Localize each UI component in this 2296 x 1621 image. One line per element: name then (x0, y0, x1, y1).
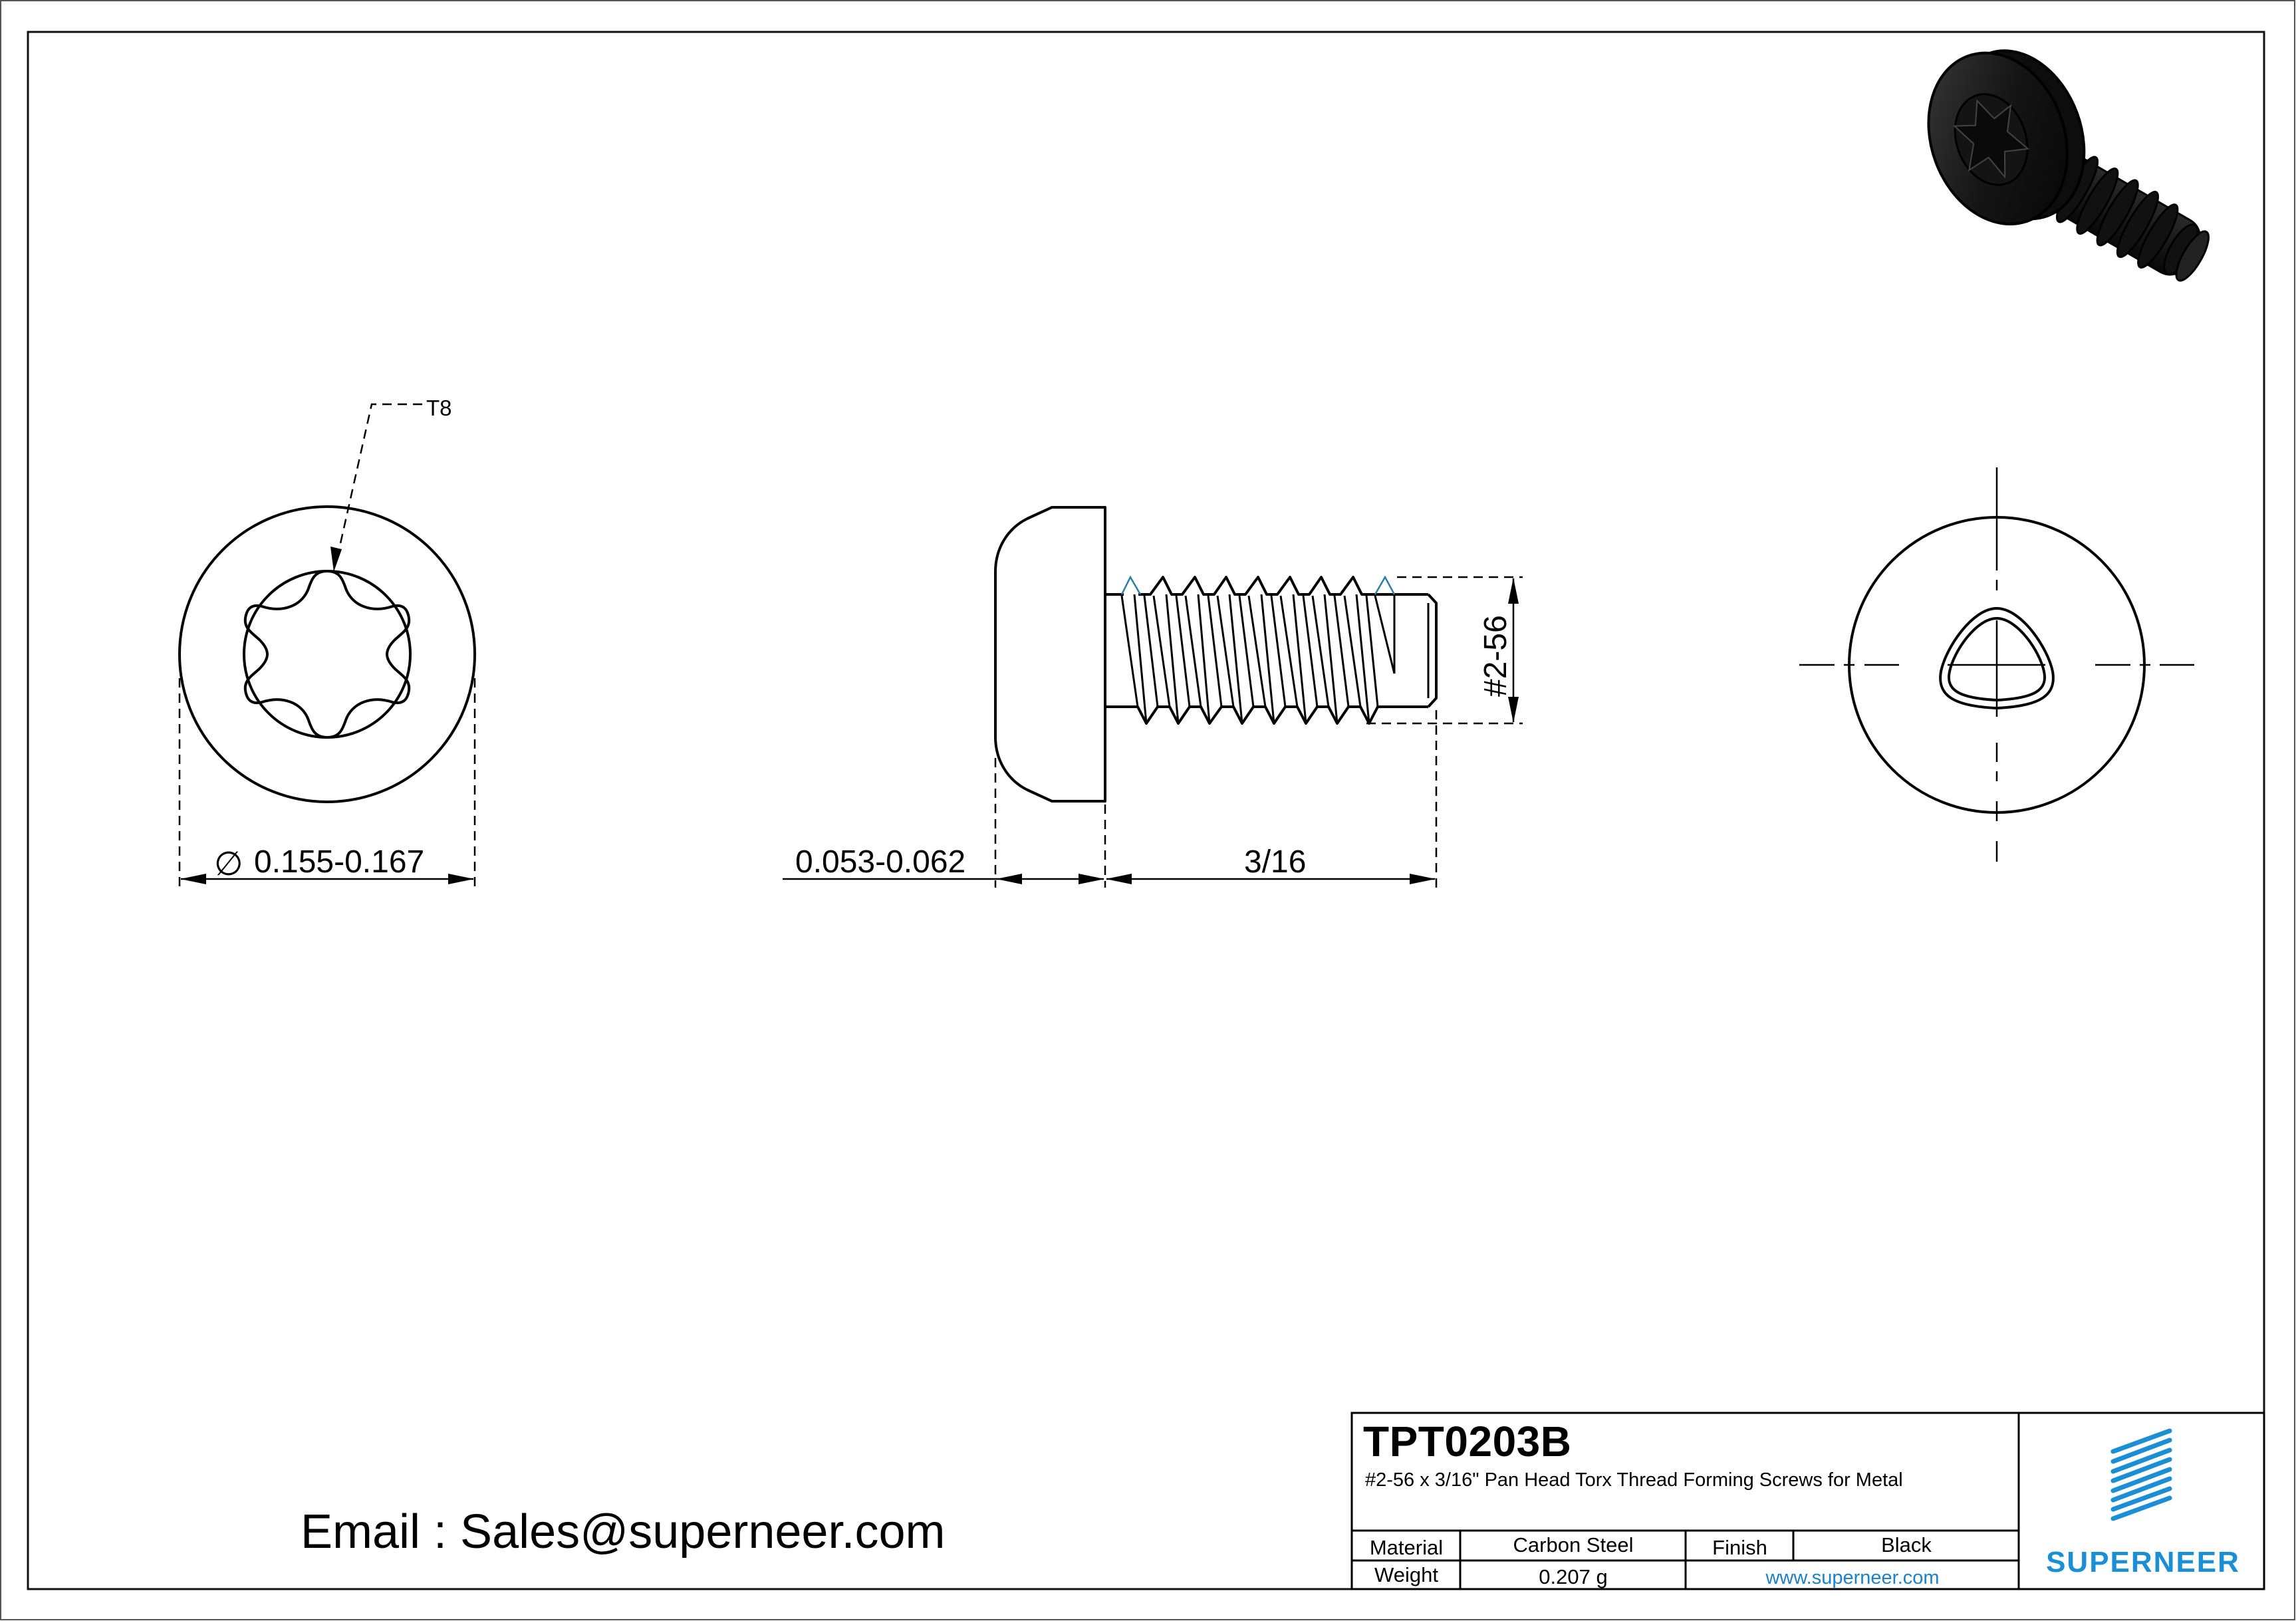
recess-circle (243, 570, 412, 739)
weight-label: Weight (1374, 1563, 1438, 1586)
finish-value: Black (1881, 1533, 1932, 1557)
screw-point-end (1427, 593, 1438, 708)
end-view (1799, 467, 2194, 862)
thread-size-dimension-line (1508, 578, 1519, 723)
inner-frame (27, 31, 2265, 1590)
thread-start-accents (1120, 575, 1396, 595)
material-value: Carbon Steel (1513, 1533, 1634, 1557)
torx-recess-icon (243, 569, 411, 739)
thread-top-profile (1138, 576, 1428, 596)
head-height-dimension-line (783, 874, 1104, 884)
t8-leader (336, 403, 422, 556)
diameter-symbol: ∅ (214, 845, 243, 882)
t8-leader-arrowhead (330, 547, 342, 572)
centerlines (1799, 467, 2194, 862)
pan-head-profile (994, 506, 1106, 803)
part-description: #2-56 x 3/16" Pan Head Torx Thread Formi… (1365, 1469, 1903, 1491)
length-label: 3/16 (1244, 844, 1307, 880)
head-diameter-label: 0.155-0.167 (254, 844, 425, 880)
diameter-extension-lines (178, 678, 476, 888)
brand-wordmark: SUPERNEER (2046, 1546, 2240, 1578)
title-block-grid (1350, 1412, 2265, 1590)
drive-size-callout: T8 (426, 396, 452, 420)
head-outer-circle (178, 505, 476, 803)
thread-bottom-profile (1130, 705, 1428, 725)
weight-value: 0.207 g (1539, 1565, 1608, 1588)
diameter-dimension-line (180, 874, 474, 884)
iso-screw-render (1927, 49, 2210, 282)
side-view (994, 506, 1438, 803)
side-extension-lines (994, 576, 1523, 888)
superneer-logo-icon (2110, 1428, 2172, 1521)
head-height-label: 0.053-0.062 (795, 844, 966, 880)
thread-size-label: #2-56 (1478, 615, 1513, 697)
contact-email: Email : Sales@superneer.com (301, 1505, 946, 1559)
finish-label: Finish (1712, 1536, 1767, 1559)
top-view (178, 505, 476, 803)
length-dimension-line (1106, 874, 1436, 884)
website-link[interactable]: www.superneer.com (1765, 1566, 1940, 1588)
iso-torx-recess-icon (1952, 99, 2030, 179)
material-label: Material (1369, 1536, 1444, 1559)
thread-flanks (1120, 594, 1396, 724)
part-number: TPT0203B (1363, 1418, 1572, 1465)
